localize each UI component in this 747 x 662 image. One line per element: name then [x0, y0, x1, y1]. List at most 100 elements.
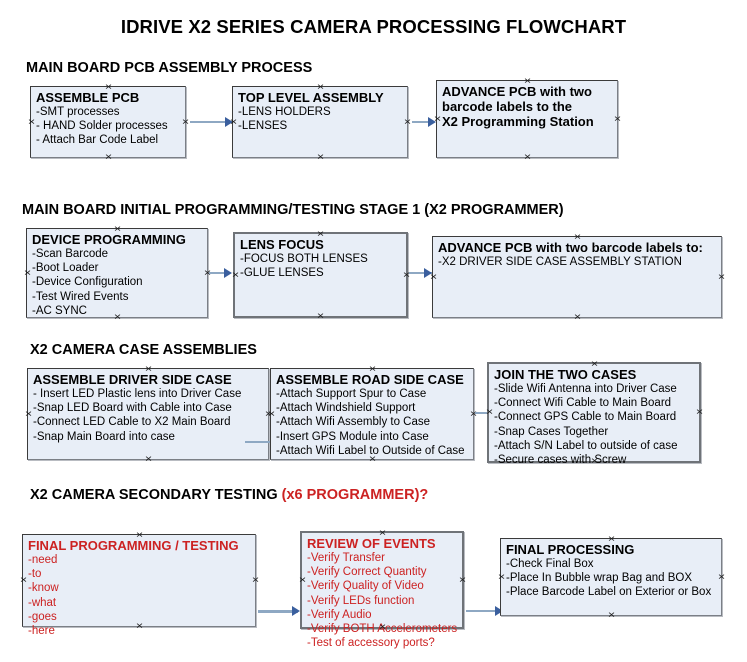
resize-handle-top[interactable]: [573, 233, 582, 242]
resize-handle-left[interactable]: [298, 576, 307, 585]
arrow-head-4-1: [292, 606, 300, 616]
node-title: DEVICE PROGRAMMING: [32, 232, 186, 247]
node-final-processing[interactable]: FINAL PROCESSING -Check Final Box -Place…: [500, 538, 722, 616]
connector-2-2[interactable]: [409, 272, 432, 274]
node-top-level-assembly[interactable]: TOP LEVEL ASSEMBLY -LENS HOLDERS -LENSES: [232, 86, 408, 158]
resize-handle-right[interactable]: [469, 410, 478, 419]
resize-handle-bottom[interactable]: [573, 313, 582, 322]
resize-handle-top[interactable]: [113, 225, 122, 234]
resize-handle-bottom[interactable]: [316, 312, 325, 321]
node-advance-pcb-driver-side-case[interactable]: ADVANCE PCB with two barcode labels to: …: [432, 236, 722, 318]
resize-handle-left[interactable]: [27, 118, 36, 127]
node-title: FINAL PROGRAMMING / TESTING: [28, 538, 239, 553]
connector-4-1[interactable]: [258, 610, 298, 612]
node-assemble-road-side-case[interactable]: ASSEMBLE ROAD SIDE CASE -Attach Support …: [270, 368, 474, 460]
resize-handle-top[interactable]: [378, 529, 387, 538]
node-line: -Verify Transfer: [307, 552, 385, 564]
node-line: -SMT processes: [36, 106, 120, 118]
node-line: - Attach Bar Code Label: [36, 134, 159, 147]
node-line: -Slide Wifi Antenna into Driver Case: [494, 383, 677, 395]
resize-handle-bottom[interactable]: [590, 457, 599, 466]
resize-handle-left[interactable]: [229, 118, 238, 127]
node-title: ASSEMBLE ROAD SIDE CASE: [276, 372, 464, 387]
node-line: -Test Wired Events: [32, 290, 129, 303]
section-heading-1-text: MAIN BOARD PCB ASSEMBLY PROCESS: [26, 60, 313, 76]
resize-handle-bottom[interactable]: [144, 455, 153, 464]
resize-handle-right[interactable]: [717, 573, 726, 582]
node-assemble-driver-side-case[interactable]: ASSEMBLE DRIVER SIDE CASE - Insert LED P…: [27, 368, 269, 460]
section-heading-3: X2 CAMERA CASE ASSEMBLIES: [30, 342, 257, 358]
node-line: -FOCUS BOTH LENSES: [240, 253, 368, 265]
resize-handle-top[interactable]: [607, 535, 616, 544]
node-review-of-events[interactable]: REVIEW OF EVENTS -Verify Transfer -Verif…: [298, 529, 467, 649]
resize-handle-top[interactable]: [316, 230, 325, 239]
node-final-programming-testing[interactable]: FINAL PROGRAMMING / TESTING -need -to -k…: [19, 531, 256, 637]
connector-1-2[interactable]: [412, 121, 434, 123]
resize-handle-left[interactable]: [485, 408, 494, 417]
resize-handle-left[interactable]: [24, 410, 33, 419]
node-line: -goes: [28, 610, 57, 623]
resize-handle-right[interactable]: [458, 576, 467, 585]
section-heading-4: X2 CAMERA SECONDARY TESTING (x6 PROGRAMM…: [30, 487, 428, 503]
resize-handle-left[interactable]: [429, 273, 438, 282]
resize-handle-left[interactable]: [267, 410, 276, 419]
resize-handle-bottom[interactable]: [523, 153, 532, 162]
connector-2-1[interactable]: [209, 272, 229, 274]
node-join-the-two-cases[interactable]: JOIN THE TWO CASES -Slide Wifi Antenna i…: [485, 360, 704, 466]
resize-handle-top[interactable]: [316, 83, 325, 92]
node-line: -to: [28, 568, 42, 581]
node-title: ASSEMBLE DRIVER SIDE CASE: [33, 372, 232, 387]
resize-handle-left[interactable]: [19, 576, 28, 585]
arrow-head-2-1: [224, 268, 232, 278]
resize-handle-left[interactable]: [231, 271, 240, 280]
resize-handle-bottom[interactable]: [135, 622, 144, 631]
page-title: IDRIVE X2 SERIES CAMERA PROCESSING FLOWC…: [120, 16, 627, 37]
node-line: -Test of accessory ports?: [307, 637, 435, 650]
resize-handle-left[interactable]: [497, 573, 506, 582]
resize-handle-right[interactable]: [251, 576, 260, 585]
node-line: -Boot Loader: [32, 262, 99, 275]
arrow-head-4-2: [495, 606, 503, 616]
resize-handle-right[interactable]: [403, 118, 412, 127]
node-title: TOP LEVEL ASSEMBLY: [238, 90, 384, 105]
resize-handle-top[interactable]: [590, 360, 599, 369]
node-line: -Connect Wifi Cable to Main Board: [494, 397, 672, 410]
node-title: ADVANCE PCB with two: [442, 84, 592, 99]
connector-4-2[interactable]: [466, 610, 502, 612]
resize-handle-top[interactable]: [104, 83, 113, 92]
resize-handle-bottom[interactable]: [113, 313, 122, 322]
node-line: -Verify LEDs function: [307, 594, 415, 607]
connector-4-0-hidden: [258, 611, 298, 613]
resize-handle-bottom[interactable]: [378, 623, 387, 632]
node-assemble-pcb[interactable]: ASSEMBLE PCB -SMT processes - HAND Solde…: [30, 86, 186, 158]
resize-handle-left[interactable]: [23, 269, 32, 278]
node-title: FINAL PROCESSING: [506, 542, 635, 557]
node-line: -Snap Cases Together: [494, 425, 609, 438]
resize-handle-bottom[interactable]: [368, 455, 377, 464]
resize-handle-left[interactable]: [433, 115, 442, 124]
node-line: -know: [28, 582, 59, 595]
resize-handle-bottom[interactable]: [104, 153, 113, 162]
node-line: -GLUE LENSES: [240, 267, 324, 280]
node-line: -LENSES: [238, 120, 288, 133]
node-device-programming[interactable]: DEVICE PROGRAMMING -Scan Barcode -Boot L…: [26, 228, 208, 318]
resize-handle-top[interactable]: [368, 365, 377, 374]
node-advance-pcb-programming-station[interactable]: ADVANCE PCB with two barcode labels to t…: [436, 80, 618, 158]
connector-1-1[interactable]: [190, 121, 232, 123]
resize-handle-bottom[interactable]: [607, 611, 616, 620]
node-line: -Attach Wifi Assembly to Case: [276, 416, 431, 429]
node-line: -Place In Bubble wrap Bag and BOX: [506, 572, 693, 585]
resize-handle-right[interactable]: [613, 115, 622, 124]
node-line: X2 Programming Station: [442, 114, 594, 129]
resize-handle-right[interactable]: [717, 273, 726, 282]
node-line: -here: [28, 625, 55, 638]
resize-handle-right[interactable]: [695, 408, 704, 417]
resize-handle-top[interactable]: [523, 77, 532, 86]
resize-handle-top[interactable]: [135, 531, 144, 540]
resize-handle-top[interactable]: [144, 365, 153, 374]
node-lens-focus[interactable]: LENS FOCUS -FOCUS BOTH LENSES -GLUE LENS…: [233, 232, 408, 318]
resize-handle-bottom[interactable]: [316, 153, 325, 162]
resize-handle-right[interactable]: [181, 118, 190, 127]
node-line: barcode labels to the: [442, 99, 573, 114]
section-heading-3-text: X2 CAMERA CASE ASSEMBLIES: [30, 342, 257, 358]
